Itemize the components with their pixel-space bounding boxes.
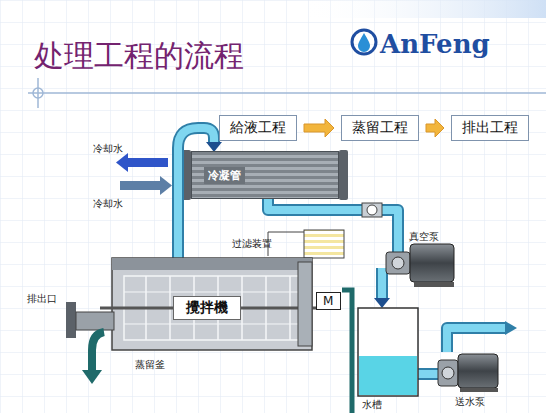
condenser-tube: 冷凝管 bbox=[191, 151, 339, 199]
drive-pipe bbox=[342, 290, 352, 413]
header-band bbox=[300, 0, 546, 18]
logo-drop bbox=[358, 33, 370, 52]
header-rule bbox=[28, 92, 546, 94]
vacuum-pump bbox=[386, 244, 454, 287]
box-text: 攪拌機 bbox=[186, 299, 228, 317]
header-dot bbox=[33, 88, 43, 98]
flow-arrow bbox=[426, 119, 444, 137]
condenser-cap bbox=[339, 150, 348, 200]
part-label: 真空泵 bbox=[409, 231, 439, 242]
send-pump bbox=[438, 354, 498, 392]
box-text: M bbox=[323, 294, 334, 308]
process-step: 排出工程 bbox=[451, 115, 529, 141]
box-text: 蒸留工程 bbox=[350, 119, 410, 137]
distillation-vessel bbox=[100, 258, 316, 350]
process-step: 給液工程 bbox=[219, 115, 297, 141]
condenser-label: 冷凝管 bbox=[204, 167, 245, 184]
motor-box: M bbox=[316, 292, 341, 310]
discharge-port bbox=[66, 302, 114, 384]
part-label: 蒸留釜 bbox=[135, 359, 165, 370]
agitator-box: 攪拌機 bbox=[173, 296, 241, 320]
header-tick bbox=[37, 78, 39, 108]
part-label: 送水泵 bbox=[455, 396, 485, 407]
water-tank bbox=[358, 308, 418, 396]
logo-ring bbox=[352, 30, 376, 54]
logo-text: AnFeng bbox=[380, 30, 490, 59]
part-label: 冷却水 bbox=[93, 143, 123, 154]
part-label: 过滤装置 bbox=[232, 238, 272, 249]
filter-device bbox=[268, 230, 344, 258]
flow-arrow bbox=[304, 119, 334, 137]
cooling-water-arrows bbox=[116, 153, 172, 195]
slide-title: 处理工程的流程 bbox=[34, 36, 244, 77]
part-label: 冷却水 bbox=[93, 198, 123, 209]
flow-arrowhead bbox=[505, 321, 517, 335]
process-step: 蒸留工程 bbox=[341, 115, 419, 141]
part-label: 排出口 bbox=[27, 293, 57, 304]
valve bbox=[362, 203, 382, 217]
part-label: 水槽 bbox=[362, 399, 382, 410]
flow-arrowhead bbox=[374, 298, 390, 308]
box-text: 排出工程 bbox=[460, 119, 520, 137]
box-text: 給液工程 bbox=[228, 119, 288, 137]
